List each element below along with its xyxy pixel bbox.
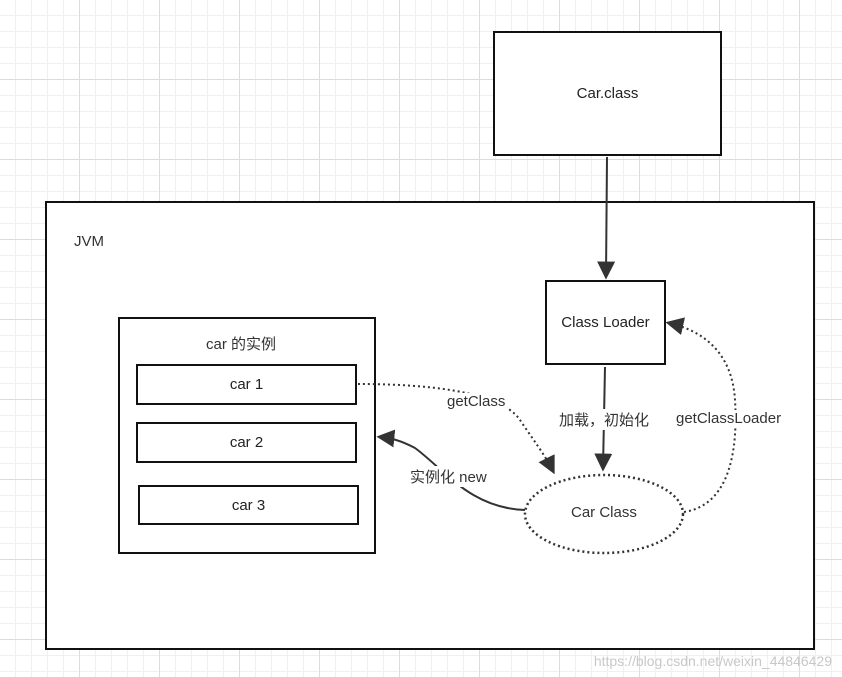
- edge-label-getclassloader: getClassLoader: [674, 410, 784, 427]
- class-loader-label: Class Loader: [561, 314, 650, 331]
- edge-label-instantiate: 实例化 new: [408, 466, 489, 487]
- instance-car-3: car 3: [138, 485, 359, 525]
- car-class-ellipse: [523, 473, 685, 555]
- instances-title: car 的实例: [206, 336, 277, 353]
- edge-getclass: [357, 383, 555, 475]
- instance-car-2-label: car 2: [229, 434, 264, 451]
- car-class-file-label: Car.class: [576, 85, 639, 102]
- edge-label-load-init: 加载，初始化: [557, 409, 652, 430]
- class-loader-box: Class Loader: [545, 280, 666, 365]
- edge-file-to-loader: [597, 156, 616, 280]
- edge-label-getclass: getClass: [445, 393, 508, 410]
- car-class-file-box: Car.class: [493, 31, 722, 156]
- watermark-text: https://blog.csdn.net/weixin_44846429: [593, 653, 832, 669]
- instance-car-2: car 2: [136, 422, 357, 463]
- instance-car-3-label: car 3: [231, 496, 266, 514]
- edge-getclassloader: [665, 317, 737, 513]
- edge-instantiate: [376, 429, 526, 511]
- car-class-object-label: Car Class: [571, 504, 637, 521]
- instance-car-1-label: car 1: [229, 376, 264, 393]
- jvm-label: JVM: [74, 233, 104, 250]
- instance-car-1: car 1: [136, 364, 357, 405]
